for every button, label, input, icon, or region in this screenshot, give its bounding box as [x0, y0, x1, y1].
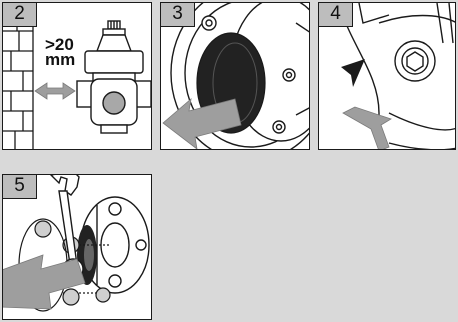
- step-4-panel: 4: [318, 2, 456, 150]
- regulator-icon: [77, 21, 151, 133]
- step-2-badge: 2: [3, 3, 37, 27]
- clearance-label: >20 mm: [45, 37, 75, 67]
- double-arrow-icon: [35, 83, 75, 99]
- step-2-panel: 2 >20 mm: [2, 2, 152, 150]
- clearance-unit: mm: [45, 52, 75, 67]
- step-5-badge: 5: [3, 175, 37, 199]
- arrow-icon: [343, 107, 391, 150]
- step-3-badge: 3: [161, 3, 195, 27]
- step-3-panel: 3: [160, 2, 310, 150]
- step-4-badge: 4: [319, 3, 353, 27]
- step-5-panel: 5: [2, 174, 152, 320]
